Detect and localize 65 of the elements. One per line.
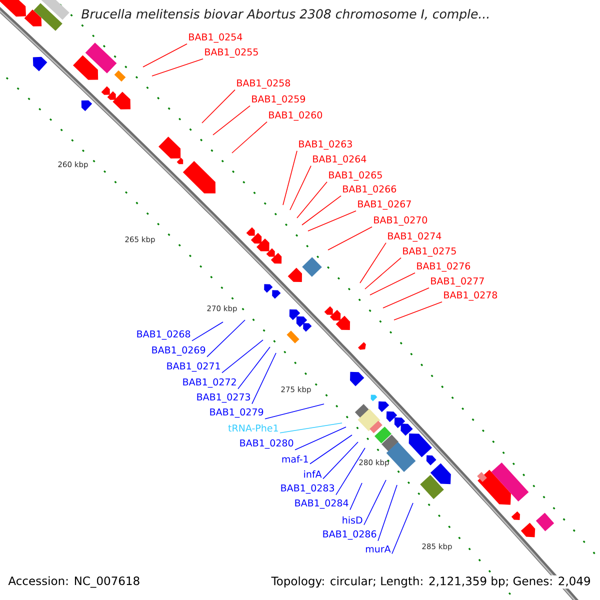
gene-label: BAB1_0277 <box>431 277 484 287</box>
accession-text: Accession: NC_007618 <box>7 575 142 589</box>
leader-line <box>142 43 188 68</box>
gene-label: BAB1_0270 <box>374 216 428 226</box>
gene-label: BAB1_0274 <box>388 232 442 242</box>
leader-line <box>206 320 246 358</box>
leader-line <box>264 404 324 420</box>
leader-line <box>290 165 312 210</box>
gene-label: BAB1_0273 <box>197 393 250 403</box>
gene-label: murA <box>366 545 391 553</box>
leader-line <box>302 195 342 226</box>
gene-label: BAB1_0276 <box>417 262 470 272</box>
gene-label: infA <box>304 470 322 478</box>
leader-line <box>370 272 416 296</box>
gene-label: BAB1_0279 <box>210 408 264 418</box>
gene-label: BAB1_0283 <box>281 484 334 494</box>
gene-label: BAB1_0278 <box>444 291 498 301</box>
gene-label: BAB1_0272 <box>183 378 236 388</box>
leader-line <box>280 422 342 434</box>
leader-line <box>392 502 414 554</box>
leader-line <box>322 442 358 480</box>
leader-line <box>152 58 204 76</box>
leader-line <box>294 426 346 450</box>
leader-line <box>328 226 372 250</box>
gene-label: BAB1_0259 <box>252 95 306 105</box>
gene-label: BAB1_0280 <box>240 439 294 449</box>
leader-line <box>296 181 328 218</box>
leader-line <box>336 448 366 496</box>
leader-line <box>350 482 362 510</box>
gene-label: hisD <box>342 516 362 524</box>
gene-label: BAB1_0254 <box>189 33 242 43</box>
leader-line <box>252 352 276 404</box>
gene-label: maf-1 <box>282 455 308 463</box>
leader-line <box>202 89 236 124</box>
leader-line <box>364 257 402 290</box>
gene-label: BAB1_0275 <box>403 247 456 257</box>
leader-line <box>364 480 386 526</box>
gene-label: BAB1_0268 <box>137 330 190 340</box>
gene-label: tRNA-Phe1 <box>228 424 278 432</box>
gene-label: BAB1_0269 <box>152 346 206 356</box>
leader-line <box>282 150 298 206</box>
leader-line <box>310 434 352 464</box>
gene-label: BAB1_0265 <box>329 171 382 181</box>
gene-label: BAB1_0284 <box>295 499 348 509</box>
leader-line <box>308 210 356 232</box>
leader-line <box>238 346 270 390</box>
title: Brucella melitensis biovar Abortus 2308 chromosome I, comple... <box>82 8 488 22</box>
leader-line <box>212 105 250 136</box>
topology-text: Topology: circular; Length: 2,121,359 bp; Genes: 2,049 <box>270 575 592 589</box>
gene-label: BAB1_0255 <box>205 48 258 58</box>
leader-line <box>222 340 264 374</box>
gene-label: BAB1_0258 <box>237 79 290 89</box>
gene-label: BAB1_0260 <box>269 111 322 121</box>
gene-label: BAB1_0263 <box>299 140 352 150</box>
leader-line <box>394 301 442 320</box>
gene-label: BAB1_0267 <box>358 200 411 210</box>
leader-line <box>378 484 398 542</box>
leader-line <box>232 121 268 154</box>
leader-line <box>192 322 224 342</box>
gene-label: BAB1_0266 <box>343 185 396 195</box>
gene-label: BAB1_0271 <box>167 362 220 372</box>
gene-label: BAB1_0264 <box>313 155 366 165</box>
gene-label: BAB1_0286 <box>323 530 376 540</box>
leader-line <box>382 287 430 308</box>
leader-line <box>360 242 386 284</box>
